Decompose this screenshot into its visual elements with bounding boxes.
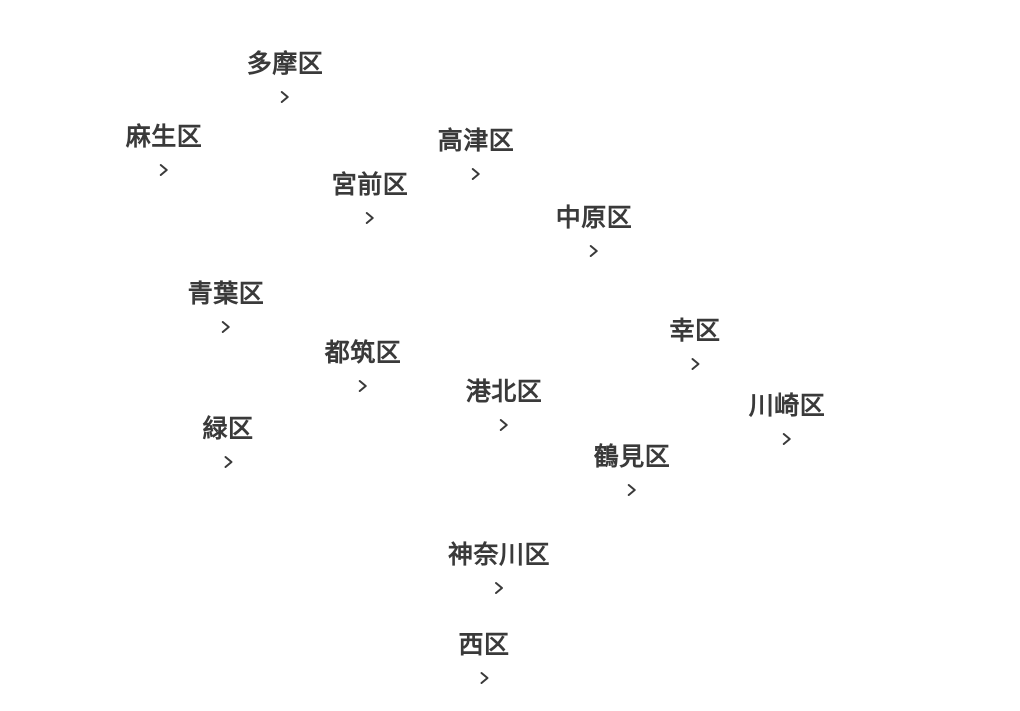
chevron-right-icon xyxy=(479,672,488,684)
ward-link-midori[interactable]: 緑区 xyxy=(202,414,253,469)
ward-name: 宮前区 xyxy=(331,170,409,199)
ward-name: 多摩区 xyxy=(246,49,324,78)
ward-name: 川崎区 xyxy=(748,391,826,420)
ward-name: 幸区 xyxy=(669,316,721,345)
ward-name: 西区 xyxy=(458,630,510,659)
ward-name: 港北区 xyxy=(465,377,543,406)
ward-name: 緑区 xyxy=(202,414,254,443)
ward-name: 鶴見区 xyxy=(593,442,671,471)
ward-name: 都筑区 xyxy=(324,338,402,367)
chevron-right-icon xyxy=(589,245,598,257)
ward-name: 高津区 xyxy=(437,126,515,155)
ward-link-miyamae[interactable]: 宮前区 xyxy=(332,170,409,225)
ward-link-tama[interactable]: 多摩区 xyxy=(247,49,324,104)
ward-name: 神奈川区 xyxy=(447,540,551,569)
ward-name: 麻生区 xyxy=(125,122,203,151)
ward-link-takatsu[interactable]: 高津区 xyxy=(438,126,515,181)
ward-link-tsurumi[interactable]: 鶴見区 xyxy=(594,442,671,497)
chevron-right-icon xyxy=(494,582,503,594)
ward-link-asao[interactable]: 麻生区 xyxy=(126,122,203,177)
chevron-right-icon xyxy=(280,91,289,103)
chevron-right-icon xyxy=(365,212,374,224)
chevron-right-icon xyxy=(782,433,791,445)
chevron-right-icon xyxy=(690,358,699,370)
chevron-right-icon xyxy=(627,484,636,496)
ward-name: 中原区 xyxy=(555,203,633,232)
chevron-right-icon xyxy=(358,380,367,392)
ward-link-kohoku[interactable]: 港北区 xyxy=(466,377,543,432)
ward-link-nishi[interactable]: 西区 xyxy=(458,630,509,685)
chevron-right-icon xyxy=(223,456,232,468)
ward-link-saiwai[interactable]: 幸区 xyxy=(669,316,720,371)
ward-link-aoba[interactable]: 青葉区 xyxy=(188,279,265,334)
ward-link-kawasaki[interactable]: 川崎区 xyxy=(749,391,826,446)
ward-link-tsuzuki[interactable]: 都筑区 xyxy=(325,338,402,393)
ward-link-kanagawa[interactable]: 神奈川区 xyxy=(448,540,550,595)
chevron-right-icon xyxy=(221,321,230,333)
chevron-right-icon xyxy=(499,419,508,431)
chevron-right-icon xyxy=(471,168,480,180)
ward-link-nakahara[interactable]: 中原区 xyxy=(556,203,633,258)
ward-name: 青葉区 xyxy=(187,279,265,308)
chevron-right-icon xyxy=(159,164,168,176)
